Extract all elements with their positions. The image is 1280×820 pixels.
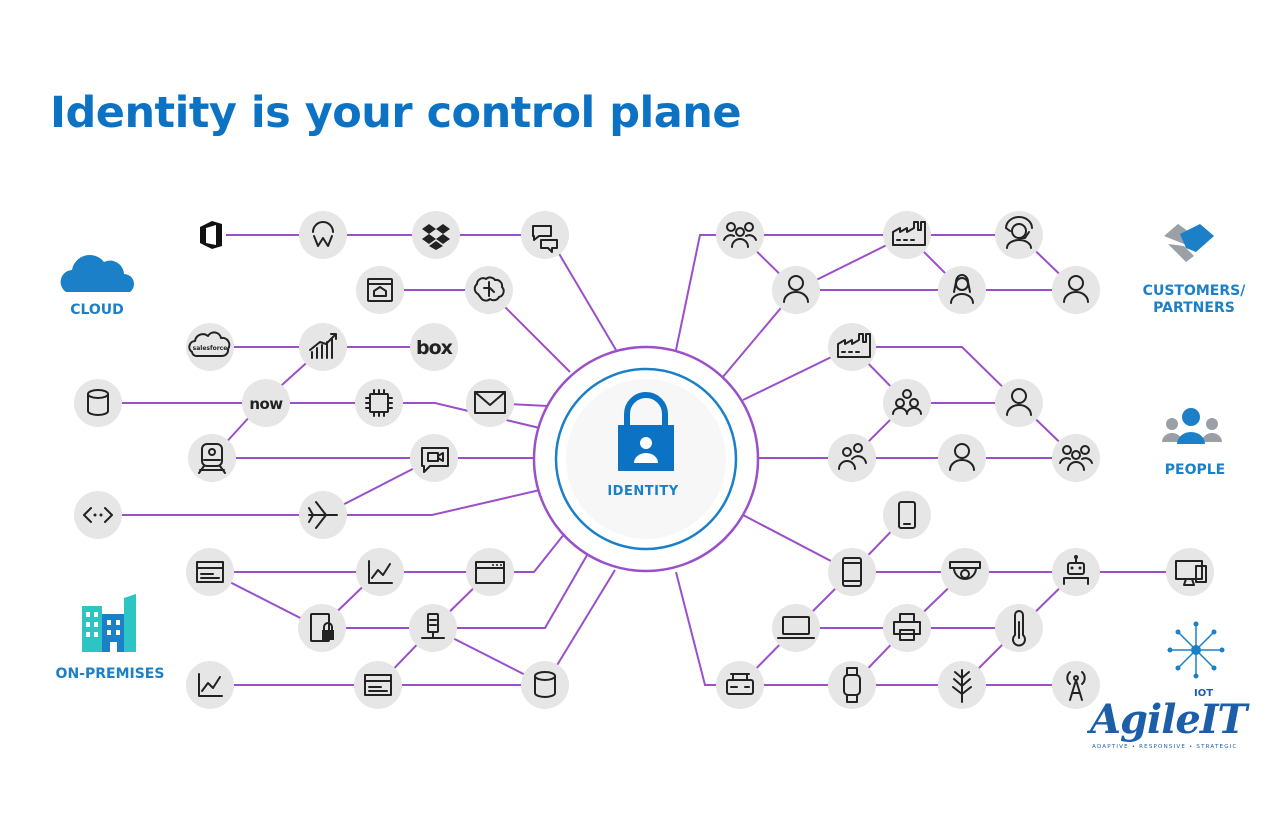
server-rack-icon-1[interactable] bbox=[186, 548, 234, 596]
desktop-icon[interactable] bbox=[1166, 548, 1214, 596]
brand-superscript: IOT bbox=[1194, 688, 1214, 699]
people-label: PEOPLE bbox=[1150, 462, 1240, 479]
woman-icon[interactable] bbox=[938, 266, 986, 314]
security-camera-icon[interactable] bbox=[941, 548, 989, 596]
servicenow-icon[interactable]: now bbox=[242, 379, 290, 427]
train-icon[interactable] bbox=[188, 434, 236, 482]
growth-chart-icon[interactable] bbox=[299, 323, 347, 371]
salesforce-text: salesforce bbox=[193, 345, 228, 352]
on-premises-label: ON-PREMISES bbox=[50, 666, 170, 683]
thermometer-icon[interactable] bbox=[995, 604, 1043, 652]
video-chat-icon[interactable] bbox=[410, 434, 458, 482]
game-controller-icon[interactable] bbox=[716, 661, 764, 709]
tablet-icon[interactable] bbox=[828, 548, 876, 596]
server-rack-icon-2[interactable] bbox=[354, 661, 402, 709]
customers-label-line2: PARTNERS bbox=[1153, 300, 1235, 316]
office-icon[interactable] bbox=[200, 221, 222, 249]
pair-icon[interactable] bbox=[828, 434, 876, 482]
identity-label: IDENTITY bbox=[607, 484, 678, 499]
agileit-logo: AgileIT IOT ADAPTIVE • RESPONSIVE • STRA… bbox=[1086, 688, 1252, 758]
people-group-icon bbox=[1162, 408, 1222, 444]
airplane-icon[interactable] bbox=[299, 491, 347, 539]
printer-icon[interactable] bbox=[883, 604, 931, 652]
robot-icon[interactable] bbox=[1052, 548, 1100, 596]
person-icon-3[interactable] bbox=[995, 379, 1043, 427]
antenna-tower-icon[interactable] bbox=[1052, 661, 1100, 709]
dropbox-icon[interactable] bbox=[412, 211, 460, 259]
browser-window-icon[interactable] bbox=[466, 548, 514, 596]
identity-hub[interactable]: IDENTITY bbox=[532, 345, 760, 573]
page-title: Identity is your control plane bbox=[50, 88, 742, 138]
cloud-label: CLOUD bbox=[62, 302, 132, 319]
smartwatch-icon[interactable] bbox=[828, 661, 876, 709]
database-icon[interactable] bbox=[74, 379, 122, 427]
team-icon[interactable] bbox=[883, 379, 931, 427]
on-premises-label-text: ON-PREMISES bbox=[55, 666, 165, 682]
iot-hub-icon bbox=[1167, 621, 1225, 679]
brand-name: AgileIT bbox=[1090, 696, 1247, 743]
brand-tagline: ADAPTIVE • RESPONSIVE • STRATEGIC bbox=[1092, 744, 1238, 750]
lock-user-icon bbox=[618, 392, 674, 471]
person-icon-2[interactable] bbox=[1052, 266, 1100, 314]
buildings-icon bbox=[82, 594, 136, 652]
person-icon-1[interactable] bbox=[772, 266, 820, 314]
customers-label-line1: CUSTOMERS/ bbox=[1142, 283, 1246, 299]
laptop-icon[interactable] bbox=[772, 604, 820, 652]
box-icon[interactable]: box bbox=[410, 323, 458, 371]
chat-bubbles-icon[interactable] bbox=[521, 211, 569, 259]
group-icon-1[interactable] bbox=[716, 211, 764, 259]
brain-ai-icon[interactable] bbox=[465, 266, 513, 314]
cloud-icon bbox=[60, 254, 135, 292]
people-label-text: PEOPLE bbox=[1164, 462, 1226, 478]
wheat-icon[interactable] bbox=[938, 661, 986, 709]
smartphone-icon[interactable] bbox=[883, 491, 931, 539]
workday-icon[interactable] bbox=[299, 211, 347, 259]
factory-icon-2[interactable] bbox=[828, 323, 876, 371]
box-text: box bbox=[416, 337, 453, 359]
line-chart-icon-2[interactable] bbox=[186, 661, 234, 709]
cpu-chip-icon[interactable] bbox=[355, 379, 403, 427]
line-chart-icon-1[interactable] bbox=[356, 548, 404, 596]
customers-partners-label: CUSTOMERS/ PARTNERS bbox=[1134, 283, 1254, 317]
cloud-label-text: CLOUD bbox=[70, 302, 124, 318]
handshake-icon bbox=[1164, 224, 1214, 262]
database-icon-2[interactable] bbox=[521, 661, 569, 709]
web-home-app-icon[interactable] bbox=[356, 266, 404, 314]
mail-icon[interactable] bbox=[466, 379, 514, 427]
api-code-icon[interactable] bbox=[74, 491, 122, 539]
now-text: now bbox=[249, 395, 283, 413]
factory-icon-1[interactable] bbox=[883, 211, 931, 259]
group-icon-2[interactable] bbox=[1052, 434, 1100, 482]
person-icon-4[interactable] bbox=[938, 434, 986, 482]
support-agent-icon[interactable] bbox=[995, 211, 1043, 259]
salesforce-icon[interactable]: salesforce bbox=[186, 323, 234, 371]
network-server-icon[interactable] bbox=[409, 604, 457, 652]
secure-device-icon[interactable] bbox=[298, 604, 346, 652]
